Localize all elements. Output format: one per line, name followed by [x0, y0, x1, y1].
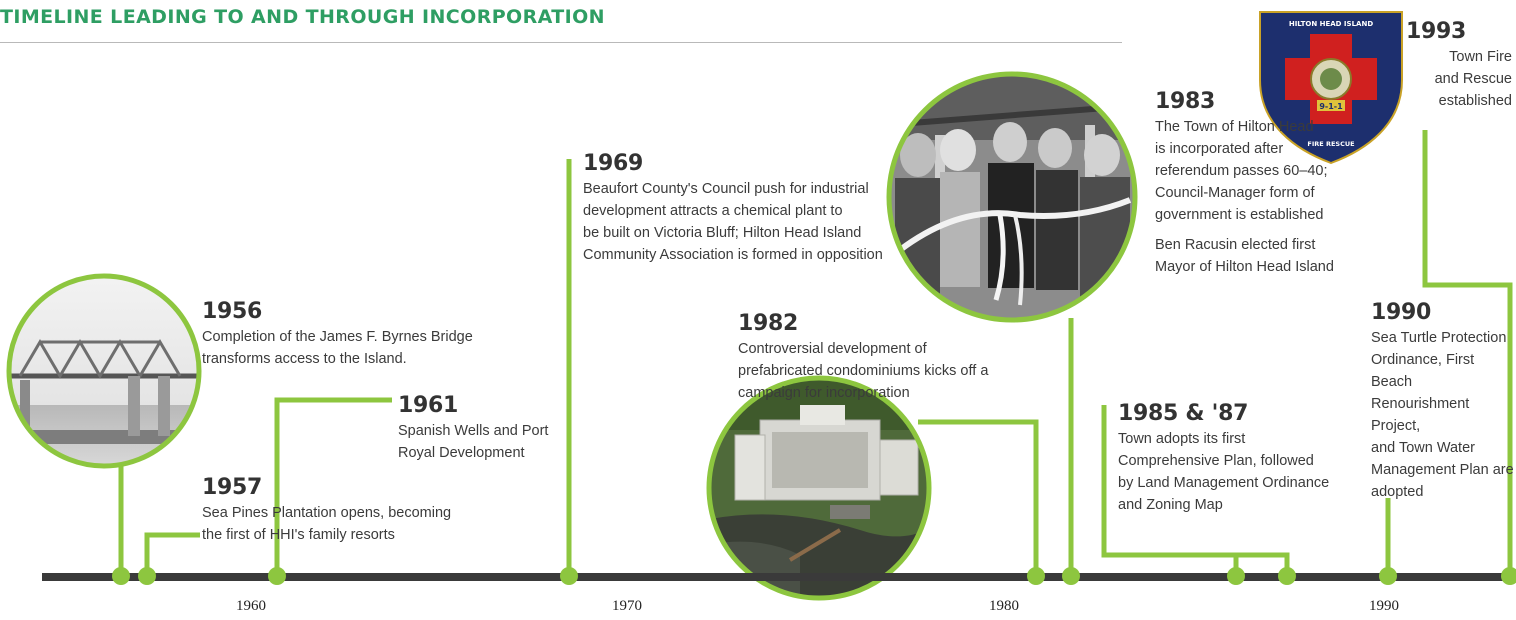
event-1993: 1993 Town Fire and Rescue established — [1406, 18, 1512, 112]
event-1990: 1990 Sea Turtle Protection Ordinance, Fi… — [1371, 299, 1516, 503]
event-connectors — [118, 130, 1513, 574]
page-title: TIMELINE LEADING TO AND THROUGH INCORPOR… — [0, 6, 605, 28]
ribbon-cutting-photo — [886, 71, 1138, 323]
badge-center-text: 9-1-1 — [1319, 102, 1343, 111]
event-year: 1993 — [1406, 19, 1467, 44]
marker-1956 — [112, 567, 130, 585]
connector-1985 — [1101, 405, 1239, 574]
connector-1993 — [1422, 130, 1513, 574]
event-description: Completion of the James F. Byrnes Bridge… — [202, 329, 473, 367]
connector-1961 — [274, 397, 392, 574]
axis-label-1970: 1970 — [612, 598, 642, 614]
event-description: Town adopts its first Comprehensive Plan… — [1118, 431, 1330, 513]
marker-1993 — [1501, 567, 1516, 585]
event-year: 1985 & '87 — [1118, 401, 1249, 426]
marker-1982 — [1027, 567, 1045, 585]
event-year: 1983 — [1155, 89, 1216, 114]
event-description: Spanish Wells and Port Royal Development — [398, 423, 549, 461]
marker-1957 — [138, 567, 156, 585]
event-markers — [112, 567, 1516, 585]
bridge-photo — [6, 273, 202, 469]
fire-rescue-badge: 9-1-1 HILTON HEAD ISLAND FIRE RESCUE — [1259, 11, 1403, 165]
event-1983: 1983 The Town of Hilton Head is incorpor… — [1155, 88, 1334, 278]
connector-1987 — [1236, 552, 1290, 574]
event-1957: 1957 Sea Pines Plantation opens, becomin… — [202, 474, 451, 546]
event-description: Beaufort County's Council push for indus… — [583, 181, 883, 263]
axis-label-1980: 1980 — [989, 598, 1019, 614]
connector-1957 — [144, 532, 200, 574]
condo-aerial-photo — [706, 375, 932, 601]
marker-1987 — [1278, 567, 1296, 585]
event-description-secondary: Ben Racusin elected first Mayor of Hilto… — [1155, 237, 1334, 275]
event-year: 1969 — [583, 151, 644, 176]
event-year: 1990 — [1371, 300, 1432, 325]
axis-label-1960: 1960 — [236, 598, 266, 614]
badge-bottom-text: FIRE RESCUE — [1307, 140, 1354, 148]
event-description: The Town of Hilton Head is incorporated … — [1155, 119, 1328, 223]
event-description: Town Fire and Rescue established — [1434, 49, 1512, 109]
marker-1961 — [268, 567, 286, 585]
event-description: Controversial development of prefabricat… — [738, 341, 989, 401]
marker-1985 — [1227, 567, 1245, 585]
event-1956: 1956 Completion of the James F. Byrnes B… — [202, 298, 473, 370]
connector-1982 — [918, 419, 1039, 574]
title-divider — [0, 42, 1122, 43]
marker-1990 — [1379, 567, 1397, 585]
event-1969: 1969 Beaufort County's Council push for … — [583, 150, 883, 266]
event-1985-87: 1985 & '87 Town adopts its first Compreh… — [1118, 400, 1329, 516]
timeline-axis — [42, 573, 1516, 581]
event-year: 1982 — [738, 311, 799, 336]
marker-1969 — [560, 567, 578, 585]
event-year: 1956 — [202, 299, 263, 324]
event-1982: 1982 Controversial development of prefab… — [738, 310, 988, 404]
event-1961: 1961 Spanish Wells and Port Royal Develo… — [398, 392, 548, 464]
event-year: 1957 — [202, 475, 263, 500]
event-year: 1961 — [398, 393, 459, 418]
marker-1983 — [1062, 567, 1080, 585]
event-description: Sea Turtle Protection Ordinance, First B… — [1371, 330, 1514, 500]
axis-label-1990: 1990 — [1369, 598, 1399, 614]
badge-top-text: HILTON HEAD ISLAND — [1289, 20, 1373, 28]
event-description: Sea Pines Plantation opens, becoming the… — [202, 505, 452, 543]
